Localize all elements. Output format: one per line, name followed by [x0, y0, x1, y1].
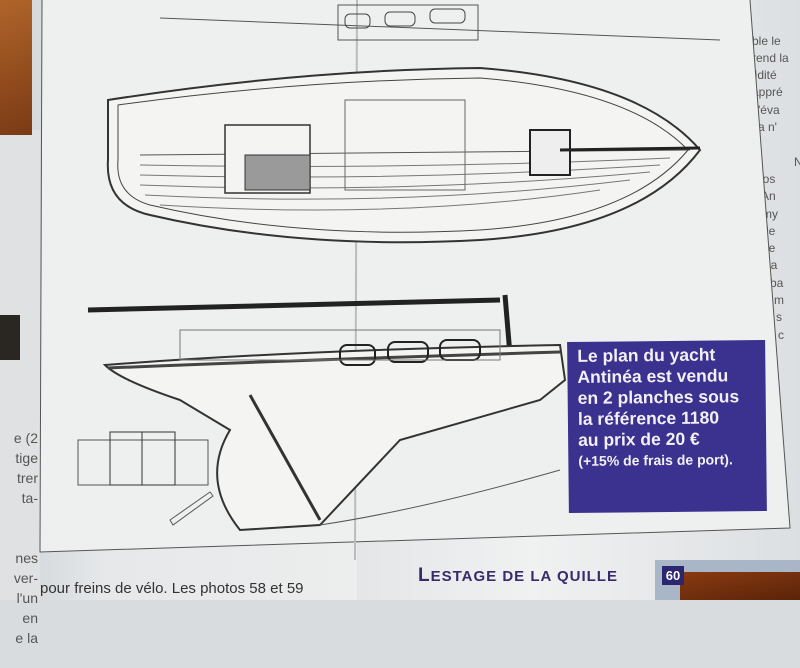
promo-line: la référence 1180 [577, 407, 720, 429]
promo-line: Le plan du yacht [577, 344, 716, 366]
profile-hull [102, 343, 567, 532]
wooden-table-top-left [0, 0, 32, 135]
promo-line: en 2 planches sous [577, 386, 740, 408]
dark-object-left [0, 315, 20, 360]
promo-shipping-note: (+15% de frais de port). [578, 451, 733, 469]
promo-line: au prix de 20 € [578, 428, 700, 450]
wooden-table-bottom-right [680, 572, 800, 600]
body-text-bottom: pour freins de vélo. Les photos 58 et 59 [40, 580, 304, 597]
section-title: LESTAGE DE LA QUILLE [418, 565, 618, 586]
left-column-background [0, 130, 40, 600]
page-number-badge: 60 [662, 566, 684, 585]
promo-line: Antinéa est vendu [577, 365, 729, 387]
boom [87, 297, 501, 313]
plan-order-info-box: Le plan du yacht Antinéa est vendu en 2 … [567, 339, 767, 514]
